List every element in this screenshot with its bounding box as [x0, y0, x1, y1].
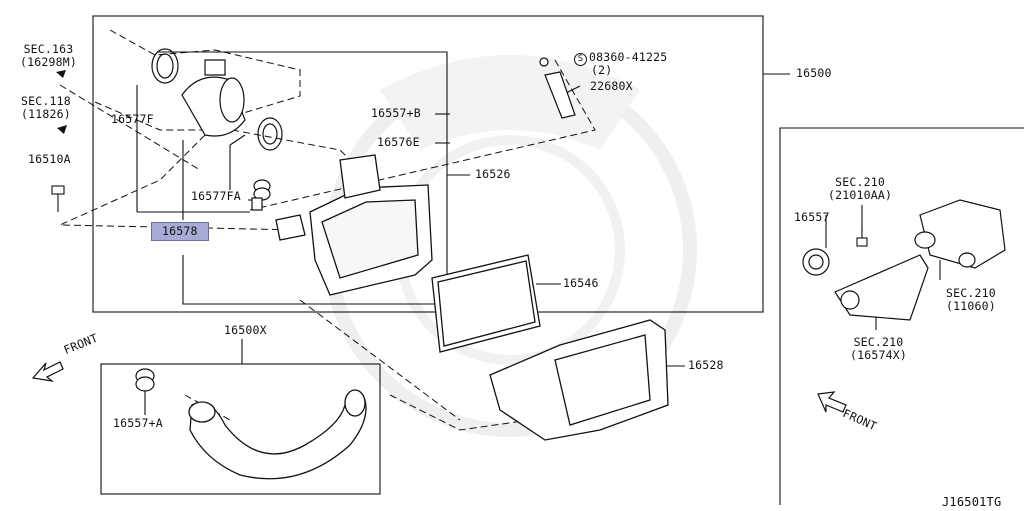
- label-16578-highlighted[interactable]: 16578: [151, 222, 209, 241]
- sensor-22680x[interactable]: [539, 57, 576, 119]
- label-16510a[interactable]: 16510A: [28, 152, 71, 166]
- grommet-16557b[interactable]: [253, 179, 271, 201]
- housing-11060[interactable]: [914, 199, 1006, 269]
- bolt-spec-number: 08360-41225: [589, 50, 668, 64]
- front-arrow-right: [817, 391, 847, 413]
- sec-118-code: (11826): [21, 107, 71, 121]
- air-flow-sensor-tube[interactable]: [181, 59, 246, 137]
- label-16577f[interactable]: 16577F: [111, 112, 154, 126]
- sec-210-21010aa-code: (21010AA): [828, 188, 893, 202]
- sec-210-11060-title: SEC.210: [946, 286, 996, 300]
- hose-clamp-16577f[interactable]: [151, 48, 179, 84]
- bolt-21010aa[interactable]: [856, 230, 868, 247]
- bolt-spec-qty: (2): [591, 63, 613, 77]
- right-panel-border: [779, 127, 1024, 505]
- label-16528[interactable]: 16528: [688, 358, 724, 372]
- label-16577fa[interactable]: 16577FA: [191, 189, 241, 203]
- sec-118-title: SEC.118: [21, 94, 71, 108]
- label-22680x[interactable]: 22680X: [590, 79, 633, 93]
- label-16557[interactable]: 16557: [794, 210, 830, 224]
- sec-163-code: (16298M): [20, 55, 77, 69]
- air-cleaner-upper-case[interactable]: [275, 154, 433, 296]
- label-16576e[interactable]: 16576E: [377, 135, 420, 149]
- sec-210-21010aa-ref[interactable]: SEC.210 (21010AA): [828, 176, 892, 202]
- bracket-16574x[interactable]: [834, 254, 929, 321]
- bolt-16510a[interactable]: [51, 185, 65, 212]
- sec-210-16574x-title: SEC.210: [853, 335, 904, 349]
- sec-210-16574x-ref[interactable]: SEC.210 (16574X): [850, 336, 907, 362]
- label-16526[interactable]: 16526: [475, 167, 511, 181]
- filter-element-16546[interactable]: [431, 254, 541, 353]
- sec-210-11060-ref[interactable]: SEC.210 (11060): [946, 287, 996, 313]
- label-16500[interactable]: 16500: [796, 66, 832, 80]
- label-16546[interactable]: 16546: [563, 276, 599, 290]
- sec-210-11060-code: (11060): [946, 299, 996, 313]
- sec-arrow-markers: [56, 70, 67, 134]
- watermark-emblem: [323, 55, 697, 437]
- label-16557a[interactable]: 16557+A: [113, 416, 163, 430]
- duct-16500x-box: [100, 363, 381, 495]
- service-symbol-icon: S: [574, 53, 587, 66]
- air-duct-16500x[interactable]: [188, 389, 367, 480]
- air-cleaner-lower-case[interactable]: [489, 319, 669, 441]
- label-16557b[interactable]: 16557+B: [371, 106, 421, 120]
- sec-210-21010aa-title: SEC.210: [835, 175, 885, 189]
- sec-163-title: SEC.163: [23, 42, 74, 56]
- sec-210-16574x-code: (16574X): [850, 348, 907, 362]
- label-16500x[interactable]: 16500X: [224, 323, 267, 337]
- pin-16576e[interactable]: [251, 197, 263, 211]
- grommet-16557[interactable]: [802, 248, 830, 276]
- grommet-16557a[interactable]: [135, 368, 155, 392]
- diagram-id: J16501TG: [942, 495, 1002, 509]
- main-assembly-frame: [92, 15, 764, 313]
- sec-163-ref[interactable]: SEC.163 (16298M): [20, 43, 77, 69]
- front-arrow-left: [31, 361, 64, 382]
- hose-clamp-16577fa[interactable]: [257, 117, 283, 151]
- sec-118-ref[interactable]: SEC.118 (11826): [21, 95, 71, 121]
